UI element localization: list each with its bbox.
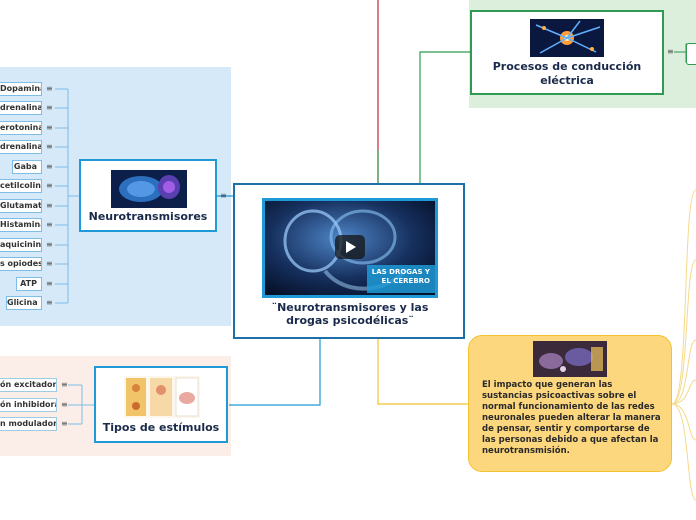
neuro-item-menu-icon[interactable]: ≡ — [46, 298, 53, 307]
stimulus-image — [124, 376, 200, 418]
neuro-item-menu-icon[interactable]: ≡ — [46, 259, 53, 268]
neuro-item[interactable]: Glicina — [6, 296, 42, 310]
neuro-item[interactable]: Dopamina — [0, 82, 42, 96]
neuro-item[interactable]: drenalina — [0, 101, 42, 115]
brain-image — [111, 170, 187, 208]
neuro-item-menu-icon[interactable]: ≡ — [46, 84, 53, 93]
neuro-item-menu-icon[interactable]: ≡ — [46, 181, 53, 190]
neuro-item[interactable]: Histamina — [0, 218, 42, 232]
neuro-collapse-icon[interactable]: ≡ — [220, 191, 227, 200]
video-thumbnail[interactable]: LAS DROGAS Y EL CEREBRO — [262, 198, 438, 298]
neuro-item[interactable]: drenalina — [0, 140, 42, 154]
procesos-collapse-icon[interactable]: ≡ — [667, 47, 674, 56]
neuro-item-menu-icon[interactable]: ≡ — [46, 220, 53, 229]
estimulos-node[interactable]: Tipos de estímulos — [94, 366, 228, 443]
video-caption: LAS DROGAS Y EL CEREBRO — [372, 268, 430, 286]
neuro-item[interactable]: Gaba — [12, 160, 42, 174]
stimulus-item-menu-icon[interactable]: ≡ — [61, 400, 68, 409]
neuro-item-menu-icon[interactable]: ≡ — [46, 142, 53, 151]
stimulus-item[interactable]: ón inhibidora — [0, 398, 57, 412]
neuro-item-menu-icon[interactable]: ≡ — [46, 103, 53, 112]
neuro-item[interactable]: cetilcolina — [0, 179, 42, 193]
neuro-item[interactable]: ATP — [16, 277, 42, 291]
neurotransmisores-node[interactable]: Neurotransmisores — [79, 159, 217, 232]
neuro-item-menu-icon[interactable]: ≡ — [46, 162, 53, 171]
stimulus-item-menu-icon[interactable]: ≡ — [61, 380, 68, 389]
play-icon[interactable] — [335, 235, 365, 259]
video-caption-line1: LAS DROGAS Y — [371, 268, 430, 276]
neuro-item[interactable]: s opiodes — [0, 257, 42, 271]
stimulus-item-menu-icon[interactable]: ≡ — [61, 419, 68, 428]
drugs-image — [533, 341, 607, 377]
neuro-item[interactable]: Glutamato — [0, 199, 42, 213]
stimulus-item[interactable]: ón excitadora — [0, 378, 57, 392]
central-node[interactable]: LAS DROGAS Y EL CEREBRO ¨Neurotransmisor… — [233, 183, 465, 339]
estimulos-title: Tipos de estímulos — [102, 421, 220, 434]
procesos-node[interactable]: Procesos de conducción eléctrica — [470, 10, 664, 95]
stimulus-item[interactable]: n moduladora — [0, 417, 57, 431]
neuro-item-menu-icon[interactable]: ≡ — [46, 201, 53, 210]
procesos-child-node[interactable] — [686, 43, 696, 65]
video-caption-line2: EL CEREBRO — [381, 277, 430, 285]
neuro-item-menu-icon[interactable]: ≡ — [46, 240, 53, 249]
neuro-item-menu-icon[interactable]: ≡ — [46, 123, 53, 132]
neuro-item-menu-icon[interactable]: ≡ — [46, 279, 53, 288]
neurotransmisores-title: Neurotransmisores — [88, 210, 208, 223]
central-title: ¨Neurotransmisores y las drogas psicodél… — [271, 301, 429, 327]
impact-node[interactable]: El impacto que generan las sustancias ps… — [468, 335, 672, 472]
impact-text: El impacto que generan las sustancias ps… — [482, 380, 661, 456]
procesos-title: Procesos de conducción eléctrica — [492, 60, 642, 87]
neuron-image — [530, 19, 604, 57]
neuro-item[interactable]: aquicinina — [0, 238, 42, 252]
neuro-item[interactable]: erotonina — [0, 121, 42, 135]
